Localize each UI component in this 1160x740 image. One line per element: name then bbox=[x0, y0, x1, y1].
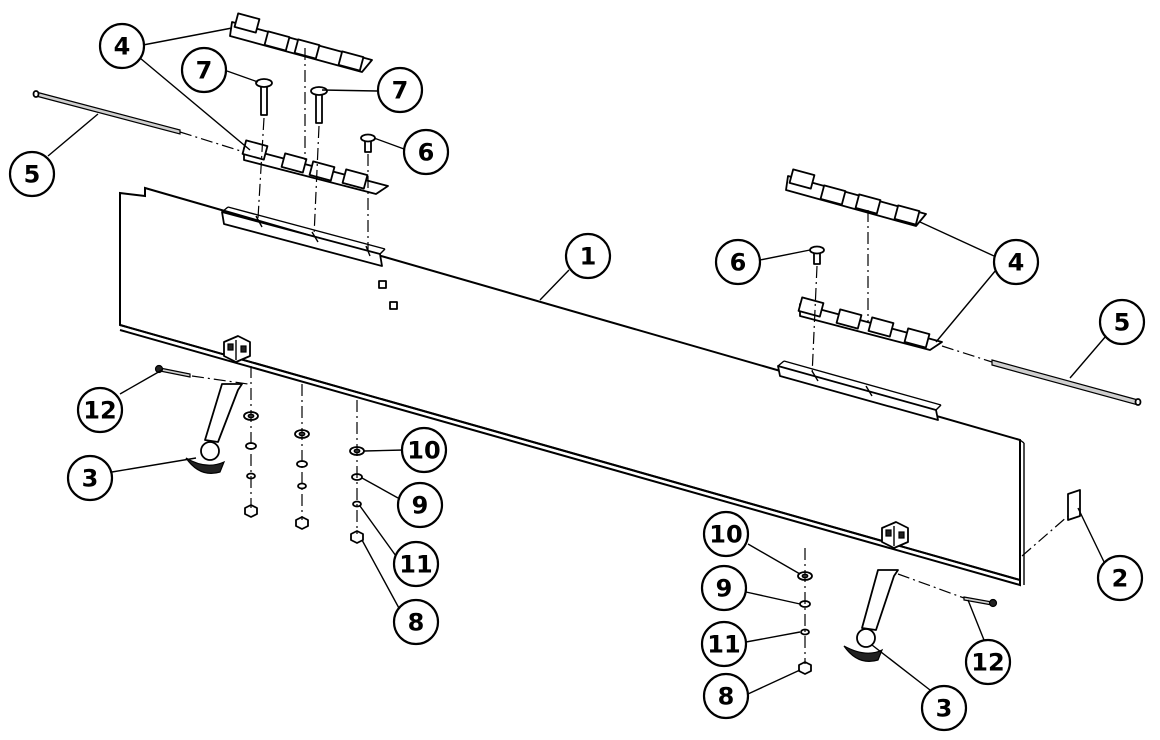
hinge-pin-right bbox=[991, 359, 1142, 406]
clevis-pin-right bbox=[963, 596, 998, 608]
carriage-bolt-6-left bbox=[360, 133, 376, 153]
callout-5-left: 5 bbox=[8, 150, 56, 198]
callout-2: 2 bbox=[1096, 554, 1144, 602]
callout-3-right: 3 bbox=[920, 684, 968, 732]
leader-lines bbox=[47, 27, 1107, 695]
svg-text:8: 8 bbox=[408, 609, 425, 637]
svg-text:7: 7 bbox=[392, 77, 409, 105]
clevis-pin-left bbox=[154, 364, 191, 378]
svg-text:11: 11 bbox=[399, 551, 432, 579]
svg-text:2: 2 bbox=[1112, 565, 1129, 593]
svg-text:10: 10 bbox=[407, 437, 440, 465]
callout-9-left: 9 bbox=[396, 481, 444, 529]
callout-6-right: 6 bbox=[714, 238, 762, 286]
keeper-plate bbox=[1067, 489, 1081, 521]
callout-9-right: 9 bbox=[700, 564, 748, 612]
svg-text:1: 1 bbox=[580, 243, 597, 271]
carriage-bolt-6-right bbox=[809, 245, 825, 265]
callout-5-right: 5 bbox=[1098, 298, 1146, 346]
callout-8-right: 8 bbox=[702, 672, 750, 720]
svg-text:11: 11 bbox=[707, 631, 740, 659]
svg-text:4: 4 bbox=[1008, 249, 1025, 277]
latch-handle-right bbox=[843, 569, 899, 662]
callout-4-left: 4 bbox=[98, 22, 146, 70]
callout-8-left: 8 bbox=[392, 598, 440, 646]
callout-10-right: 10 bbox=[702, 510, 750, 558]
svg-text:7: 7 bbox=[196, 57, 213, 85]
callout-10-left: 10 bbox=[400, 426, 448, 474]
svg-text:6: 6 bbox=[418, 139, 435, 167]
hinge-leaf-mid-left bbox=[241, 139, 389, 195]
hinge-leaf-mid-right bbox=[797, 296, 943, 351]
callout-1: 1 bbox=[564, 232, 612, 280]
svg-text:12: 12 bbox=[83, 397, 116, 425]
hinge-pin-left bbox=[32, 90, 181, 135]
callout-7-left: 7 bbox=[180, 46, 228, 94]
callout-11-right: 11 bbox=[700, 620, 748, 668]
svg-text:9: 9 bbox=[716, 575, 733, 603]
callout-11-left: 11 bbox=[392, 540, 440, 588]
svg-text:3: 3 bbox=[936, 695, 953, 723]
svg-text:4: 4 bbox=[114, 33, 131, 61]
svg-text:10: 10 bbox=[709, 521, 742, 549]
callout-7-right: 7 bbox=[376, 66, 424, 114]
latch-handle-left bbox=[185, 383, 243, 474]
hinge-leaf-top-left bbox=[229, 12, 373, 73]
carriage-bolt-7-left bbox=[255, 78, 273, 116]
panel-hinge-plate-right bbox=[777, 360, 942, 421]
latch-bracket-left bbox=[223, 335, 251, 363]
callout-12-right: 12 bbox=[964, 638, 1012, 686]
carriage-bolt-7-right bbox=[310, 86, 328, 124]
svg-text:9: 9 bbox=[412, 492, 429, 520]
assembly-centerlines bbox=[179, 48, 1069, 664]
callout-6-left: 6 bbox=[402, 128, 450, 176]
svg-text:6: 6 bbox=[730, 249, 747, 277]
svg-text:5: 5 bbox=[24, 161, 41, 189]
hinge-leaf-top-right bbox=[785, 168, 927, 227]
main-panel bbox=[119, 186, 1025, 587]
callout-3-left: 3 bbox=[66, 454, 114, 502]
panel-hinge-plate-left bbox=[221, 206, 386, 267]
callout-12-left: 12 bbox=[76, 386, 124, 434]
svg-text:5: 5 bbox=[1114, 309, 1131, 337]
svg-text:12: 12 bbox=[971, 649, 1004, 677]
callout-4-right: 4 bbox=[992, 238, 1040, 286]
latch-bracket-right bbox=[881, 521, 909, 549]
svg-text:3: 3 bbox=[82, 465, 99, 493]
svg-text:8: 8 bbox=[718, 683, 735, 711]
